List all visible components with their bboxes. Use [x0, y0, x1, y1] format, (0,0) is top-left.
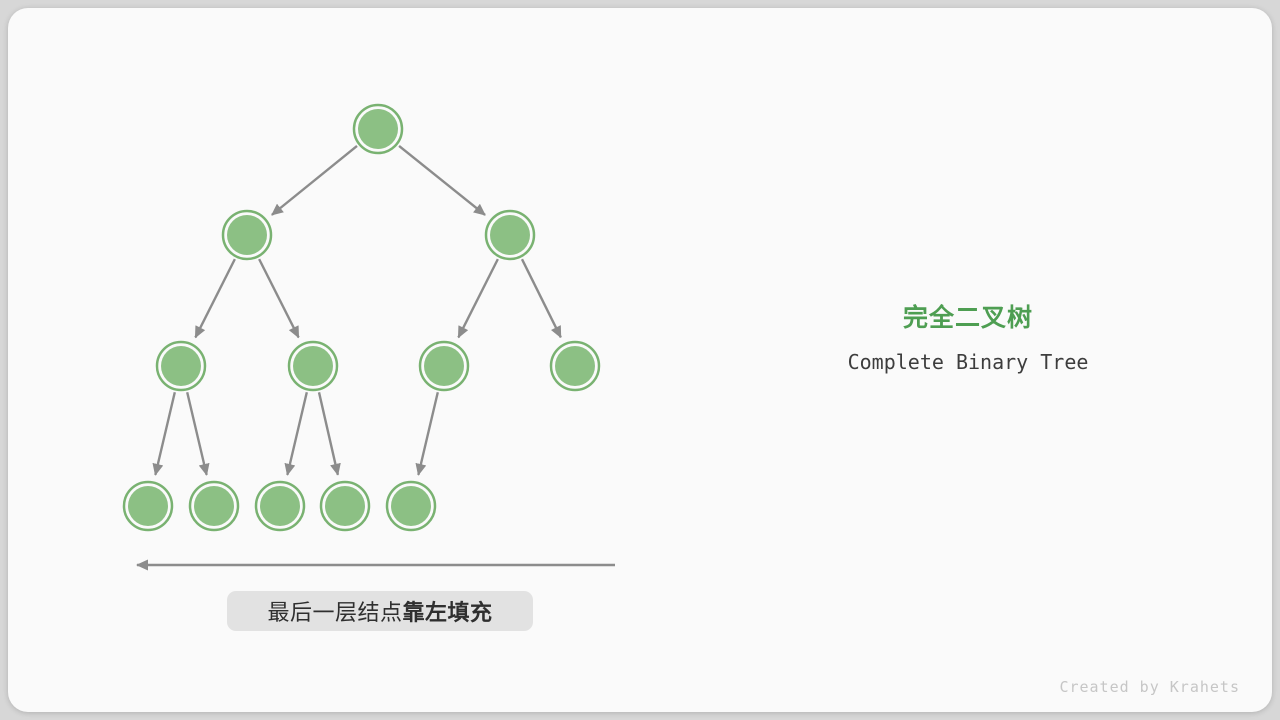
- tree-edge: [152, 392, 176, 476]
- tree-edge: [317, 392, 341, 476]
- caption-box: 最后一层结点靠左填充: [227, 591, 533, 631]
- tree-node: [221, 209, 273, 261]
- tree-node-ring: [385, 480, 437, 532]
- tree-node: [352, 103, 404, 155]
- tree-node-ring: [418, 340, 470, 392]
- title-english: Complete Binary Tree: [847, 350, 1089, 374]
- tree-node-ring: [352, 103, 404, 155]
- tree-node-core: [227, 215, 267, 255]
- tree-node: [122, 480, 174, 532]
- title-chinese: 完全二叉树: [902, 304, 1033, 332]
- tree-node-ring: [155, 340, 207, 392]
- tree-edge: [284, 392, 308, 476]
- tree-node-ring: [319, 480, 371, 532]
- tree-edge: [194, 258, 236, 339]
- tree-node-core: [424, 346, 464, 386]
- tree-node: [155, 340, 207, 392]
- caption-text-bold: 靠左填充: [402, 600, 493, 625]
- tree-node: [188, 480, 240, 532]
- tree-node-core: [358, 109, 398, 149]
- tree-edge: [271, 145, 358, 216]
- tree-node-ring: [221, 209, 273, 261]
- tree-node-ring: [287, 340, 339, 392]
- tree-node: [484, 209, 536, 261]
- tree-edge: [258, 258, 300, 339]
- tree-edge: [457, 258, 499, 339]
- tree-node-core: [293, 346, 333, 386]
- tree-node-ring: [188, 480, 240, 532]
- tree-node: [549, 340, 601, 392]
- tree-node-core: [490, 215, 530, 255]
- tree-node: [385, 480, 437, 532]
- tree-node-ring: [484, 209, 536, 261]
- tree-edge: [186, 392, 210, 476]
- title-block: 完全二叉树 Complete Binary Tree: [798, 298, 1138, 374]
- tree-node-core: [194, 486, 234, 526]
- tree-node-ring: [254, 480, 306, 532]
- caption-text-normal: 最后一层结点: [267, 600, 403, 625]
- figure-card: [8, 8, 1272, 712]
- tree-node-ring: [122, 480, 174, 532]
- tree-edge: [520, 258, 562, 339]
- tree-node-core: [128, 486, 168, 526]
- tree-node: [287, 340, 339, 392]
- watermark: Created by Krahets: [1059, 678, 1240, 696]
- tree-node-core: [161, 346, 201, 386]
- tree-node: [319, 480, 371, 532]
- tree-edge: [415, 392, 439, 476]
- tree-node-core: [325, 486, 365, 526]
- tree-node-ring: [549, 340, 601, 392]
- tree-node: [418, 340, 470, 392]
- tree-node-core: [555, 346, 595, 386]
- tree-node: [254, 480, 306, 532]
- tree-node-core: [391, 486, 431, 526]
- tree-node-core: [260, 486, 300, 526]
- tree-edge: [398, 144, 486, 216]
